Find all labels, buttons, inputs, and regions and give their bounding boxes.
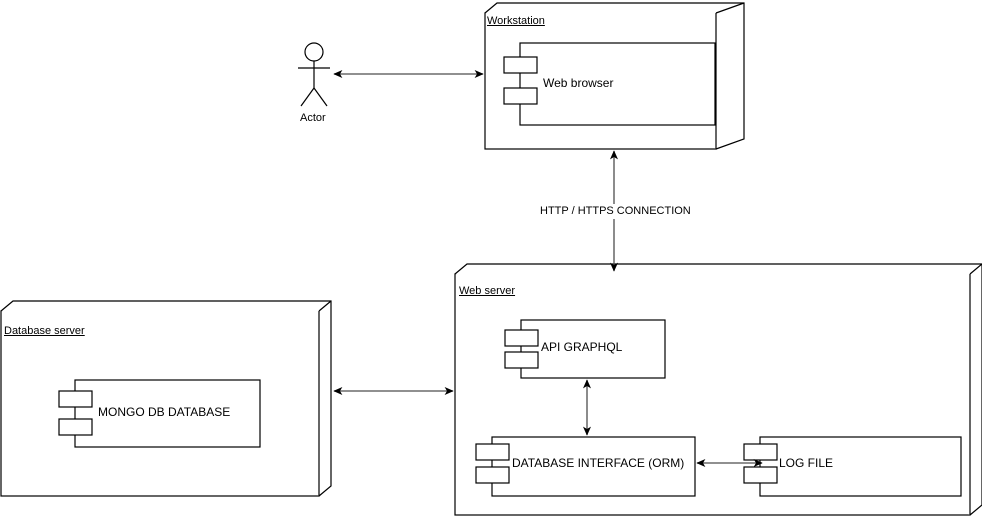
node-label-database-server: Database server [4,325,85,337]
node-label-workstation: Workstation [487,15,545,27]
component-label-mongo-db-database: MONGO DB DATABASE [98,405,231,419]
component-web-browser-shape [503,42,716,126]
component-label-web-browser: Web browser [543,76,614,90]
actor-label: Actor [300,112,326,124]
component-log-file-shape [743,436,962,497]
component-database-interface-orm-shape [475,436,696,497]
edge-label-http-https-connection: HTTP / HTTPS CONNECTION [538,204,693,219]
actor-figure [298,42,330,107]
component-label-log-file: LOG FILE [779,456,834,470]
component-api-graphql-shape [504,319,666,379]
component-label-api-graphql: API GRAPHQL [541,340,623,354]
node-label-web-server: Web server [459,285,516,297]
component-mongo-db-database-shape [58,379,261,448]
component-label-database-interface-orm: DATABASE INTERFACE (ORM) [512,456,685,470]
